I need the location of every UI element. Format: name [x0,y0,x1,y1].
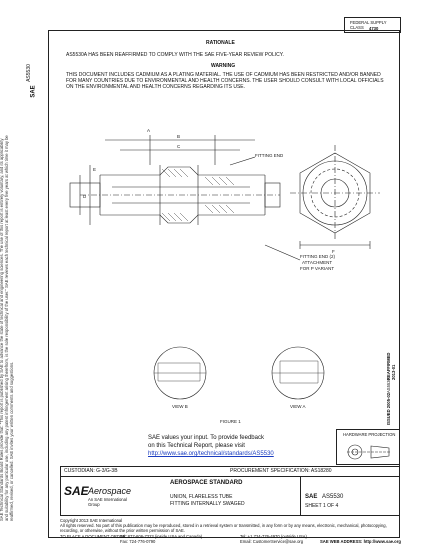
footer-block [60,466,400,516]
tel-1: Tel: 877-606-7323 (inside USA and Canada… [120,534,203,539]
order-label: TO PLACE A DOCUMENT ORDER: [60,534,127,539]
legal-text: All rights reserved. No part of this pub… [60,523,387,533]
doc-prefix: SAE [305,494,318,500]
warning-heading: WARNING [211,63,236,69]
dim-label-d: D [83,194,87,199]
dim-label-a: A [147,128,150,133]
side-doc-number: AS5530 [25,64,32,82]
dim-label-b: B [177,134,180,139]
title-line1: UNION, FLARELESS TUBE [170,494,233,500]
email: Email: CustomerService@sae.org [240,539,304,544]
feedback-box: SAE values your input. To provide feedba… [146,433,296,463]
side-logo-block: SAE AS5530 [26,64,44,106]
figure-caption: FIGURE 1 [220,419,241,424]
federal-class-line2: 4730 [369,26,379,31]
side-logo: SAE [30,85,37,98]
feedback-line2: on this Technical Report, please visit [148,443,245,449]
logo-word: Aerospace [88,486,132,496]
technical-drawing: FITTING END FITTING END (2) ATTACHMENT F… [69,128,380,424]
page-frame [48,30,400,538]
warning-text: THIS DOCUMENT INCLUDES CADMIUM AS A PLAT… [66,72,384,90]
procurement-label: PROCUREMENT SPECIFICATION: AS18280 [230,468,332,474]
side-disclaimer: SAE Technical Standards Board Rules prov… [0,135,14,521]
dim-label-f: F [332,249,335,254]
copyright: Copyright 2013 SAE International [60,518,123,523]
custodian-label: CUSTODIAN: G-3/G-3B [64,468,118,474]
hardware-projection-box: HARDWARE PROJECTION [336,429,400,465]
footer-logo: SAE Aerospace An SAE International Group [64,482,134,507]
dim-label-e: E [93,167,96,172]
fitting-note-line2: ATTACHMENT [302,260,332,265]
federal-class-line1: FEDERAL SUPPLY CLASS [350,20,387,30]
feedback-link[interactable]: http://www.sae.org/technical/standards/A… [148,451,274,457]
dim-label-c: C [177,144,181,149]
doc-number: AS5530 [322,494,344,500]
view-a-caption: VIEW A [290,404,306,409]
fitting-end-label: FITTING END [255,153,284,158]
fitting-note-line1: FITTING END (2) [300,254,335,259]
footer-vline [300,476,301,516]
feedback-line1: SAE values your input. To provide feedba… [148,435,264,441]
footer-hline [60,476,400,477]
web-address[interactable]: SAE WEB ADDRESS: http://www.sae.org [320,539,401,544]
sheet-number: SHEET 1 OF 4 [305,503,339,509]
aerospace-standard-label: AEROSPACE STANDARD [170,480,243,486]
fitting-note-line3: FOR P VARIANT [300,266,334,271]
rationale-text: AS5530A HAS BEEN REAFFIRMED TO COMPLY WI… [66,52,284,58]
title-line2: FITTING INTERNALLY SWAGED [170,501,245,507]
tel-2: Tel: +1 724-776-4970 (outside USA) [240,534,307,539]
logo-sae: SAE [64,484,89,498]
federal-class-box: FEDERAL SUPPLY CLASS 4730 [344,17,401,33]
fax: Fax: 724-776-0790 [120,539,156,544]
view-b-caption: VIEW B [172,404,188,409]
hardware-projection-label: HARDWARE PROJECTION [343,432,396,437]
projection-symbol [347,444,391,460]
rationale-heading: RATIONALE [206,40,235,46]
logo-tag: An SAE International Group [88,497,127,507]
